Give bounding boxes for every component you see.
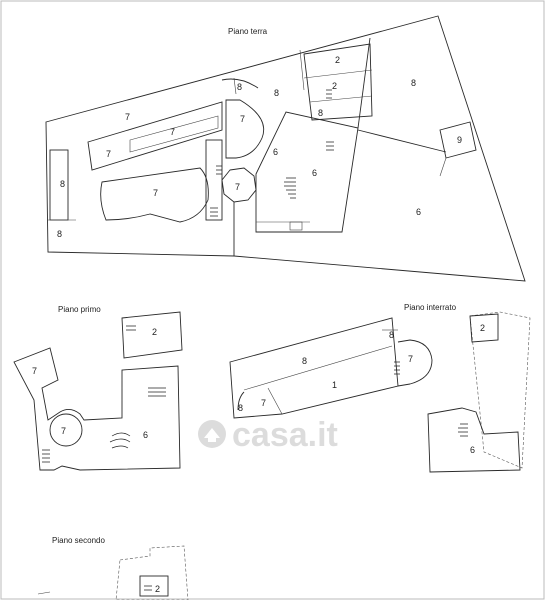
ground-site-outline xyxy=(45,15,526,282)
room-label: 7 xyxy=(32,366,37,376)
room-label: 7 xyxy=(408,354,413,364)
room-label: 2 xyxy=(335,55,340,65)
first-floor-plan: Piano primo 2 7 7 6 xyxy=(13,305,183,471)
ground-left-strip xyxy=(49,149,69,221)
room-label: 8 xyxy=(274,88,279,98)
room-label: 7 xyxy=(153,188,158,198)
ground-block-6 xyxy=(255,111,359,233)
first-spiral-stair-icon xyxy=(109,432,131,449)
first-floor-outline xyxy=(13,347,181,471)
room-label: 2 xyxy=(152,327,157,337)
room-label: 6 xyxy=(312,168,317,178)
room-label: 9 xyxy=(457,135,462,145)
basement-floor-title: Piano interrato xyxy=(404,303,457,312)
room-label: 8 xyxy=(60,179,65,189)
second-room-2 xyxy=(139,575,169,597)
room-label: 6 xyxy=(416,207,421,217)
ground-block-2 xyxy=(303,43,373,121)
room-label: 8 xyxy=(302,356,307,366)
basement-long-block xyxy=(229,317,399,419)
watermark: casa.it xyxy=(198,416,338,454)
room-label: 7 xyxy=(170,127,175,137)
watermark-text: casa.it xyxy=(232,416,338,454)
basement-right-plan: 2 6 xyxy=(427,311,531,473)
room-label: 7 xyxy=(240,114,245,124)
room-label: 7 xyxy=(125,112,130,122)
room-label: 8 xyxy=(411,78,416,88)
ground-semicircle-room xyxy=(225,99,265,159)
ground-room-7-rounded xyxy=(100,167,209,223)
first-floor-title: Piano primo xyxy=(58,305,101,314)
room-label: 1 xyxy=(332,380,337,390)
basement-semicircle xyxy=(397,339,433,387)
first-round-room xyxy=(49,413,83,447)
ground-octagon xyxy=(221,167,257,203)
room-label: 2 xyxy=(155,584,160,594)
room-label: 7 xyxy=(106,149,111,159)
first-room-2 xyxy=(121,311,183,359)
ground-corridor xyxy=(87,101,223,171)
casa-logo-icon xyxy=(198,420,226,448)
room-label: 8 xyxy=(57,229,62,239)
room-label: 8 xyxy=(237,82,242,92)
second-floor-title: Piano secondo xyxy=(52,536,105,545)
room-label: 8 xyxy=(238,403,243,413)
room-label: 8 xyxy=(318,108,323,118)
basement-middle-plan: Piano interrato 8 8 7 1 8 7 xyxy=(229,303,457,419)
room-label: 2 xyxy=(332,81,337,91)
ground-room-9 xyxy=(439,121,477,159)
room-label: 6 xyxy=(470,445,475,455)
basement-room-2 xyxy=(469,313,499,343)
room-label: 7 xyxy=(235,182,240,192)
room-label: 2 xyxy=(480,323,485,333)
ground-stairs-icon xyxy=(284,177,296,199)
second-floor-plan: Piano secondo 2 xyxy=(37,536,189,600)
basement-room-6 xyxy=(427,407,521,473)
room-label: 7 xyxy=(61,426,66,436)
ground-floor-plan: Piano terra xyxy=(45,15,526,282)
room-label: 8 xyxy=(389,330,394,340)
room-label: 7 xyxy=(261,398,266,408)
room-label: 6 xyxy=(143,430,148,440)
room-label: 6 xyxy=(273,147,278,157)
ground-floor-title: Piano terra xyxy=(228,27,268,36)
